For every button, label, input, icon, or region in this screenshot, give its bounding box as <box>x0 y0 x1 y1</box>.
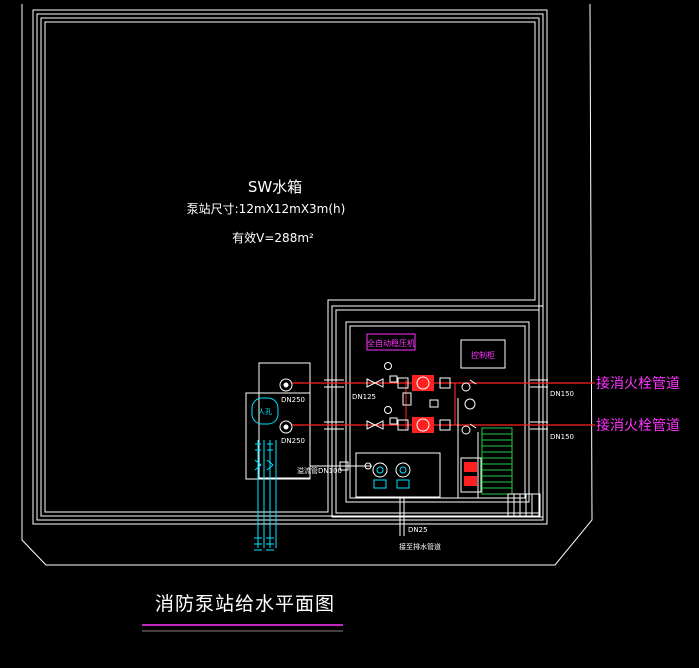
red-equipment <box>460 457 482 493</box>
manhole-label: 人孔 <box>258 408 272 416</box>
building-outline <box>21 3 593 566</box>
room-partition <box>457 398 479 498</box>
tank-walls <box>32 9 548 525</box>
dn125-label: DN125 <box>352 393 376 401</box>
dn100-label: 溢流管DN100 <box>297 466 342 475</box>
tank-name: SW水箱 <box>248 178 302 196</box>
outlet-top-label: 接消火栓管道 <box>596 375 680 392</box>
control-cabinet <box>460 339 506 369</box>
outlet-bottom-label: 接消火栓管道 <box>596 417 680 434</box>
fire-pump-top <box>397 375 451 391</box>
dn250-top-label: DN250 <box>281 396 305 404</box>
drain-label: 接至排水管道 <box>399 542 441 551</box>
auto-cabinet-box <box>366 333 416 351</box>
valves <box>366 362 477 435</box>
tank-size: 泵站尺寸:12mX12mX3m(h) <box>187 202 346 216</box>
dn250-bottom-label: DN250 <box>281 437 305 445</box>
staircase <box>481 427 541 517</box>
jockey-pump-room <box>355 452 441 498</box>
vent-pipes <box>254 440 277 551</box>
dn150-top-label: DN150 <box>550 390 574 398</box>
auto-cabinet-label: 全自动稳压机 <box>367 338 415 348</box>
suction-sump <box>245 362 311 480</box>
jockey-pumps <box>310 461 411 489</box>
dn25-label: DN25 <box>408 526 428 534</box>
pump-room-walls <box>331 305 544 518</box>
dn150-bottom-label: DN150 <box>550 433 574 441</box>
control-cabinet-label: 控制柜 <box>471 350 495 360</box>
drain-pipe <box>399 497 405 536</box>
drawing-title: 消防泵站给水平面图 <box>155 593 335 615</box>
wall-sleeves <box>324 379 548 430</box>
tank-inner-boundary <box>44 21 536 513</box>
sump-inlets <box>279 378 293 434</box>
tank-volume: 有效V=288m² <box>232 230 314 245</box>
manhole <box>251 397 279 425</box>
fire-pump-bottom <box>397 417 451 433</box>
